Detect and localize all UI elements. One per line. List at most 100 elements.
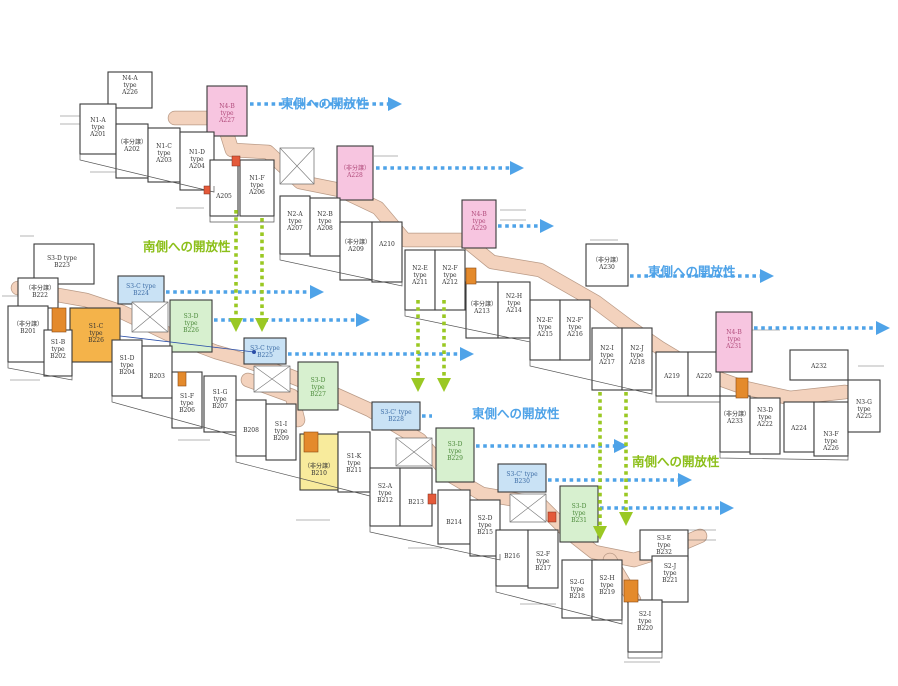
callout-east-1: 東側への開放性 (281, 96, 369, 111)
stair-icon (303, 431, 319, 453)
connector-line (119, 335, 256, 354)
callout-east-2: 東側への開放性 (472, 406, 560, 421)
unit-s3c4 (497, 463, 547, 493)
unit-n2j2 (621, 327, 653, 391)
unit-s1h (235, 399, 267, 457)
label-n1b: （非分譲）A202 (117, 138, 147, 153)
stair-icon (51, 307, 67, 333)
label-a230: （非分譲）A230 (592, 256, 622, 271)
arrow-head-icon (510, 161, 524, 175)
unit-s3d2 (169, 299, 213, 353)
unit-n1d (179, 131, 215, 191)
arrow-head-icon (437, 378, 451, 392)
arrow-head-icon (229, 318, 243, 332)
unit-s1e (141, 345, 173, 399)
label-s2b: B213 (408, 499, 424, 506)
leader-lines (2, 115, 884, 663)
unit-s2a (369, 467, 401, 527)
label-n2g: （非分譲）A213 (467, 300, 497, 315)
arrow-head-icon (255, 318, 269, 332)
unit-n4b3 (461, 199, 497, 249)
label-n2c: （非分譲）A209 (341, 238, 371, 253)
unit-s3d (33, 243, 95, 285)
stair-icon (177, 371, 187, 387)
unit-s3d4 (435, 427, 475, 483)
unit-s3d5 (559, 485, 599, 543)
unit-n2h (497, 281, 531, 339)
arrow-head-icon (310, 285, 324, 299)
unit-n3g (847, 379, 881, 433)
callouts: 東側への開放性 南側への開放性 東側への開放性 東側への開放性 南側への開放性 (143, 96, 736, 469)
unit-s2f (527, 529, 559, 589)
label-s1e: B203 (149, 373, 165, 380)
label-n2d: A210 (378, 241, 395, 248)
south-wing (7, 243, 689, 653)
unit-a230 (585, 243, 629, 287)
arrow-head-icon (720, 501, 734, 515)
unit-n2i1 (529, 299, 561, 361)
unit-n2f (434, 249, 466, 311)
arrow-head-icon (614, 439, 628, 453)
stair-icon (735, 377, 749, 399)
shaft-icon (203, 185, 211, 195)
label-s2e: B214 (446, 519, 462, 526)
unit-s3c3 (371, 401, 421, 431)
unit-n2c (339, 221, 373, 281)
unit-s1i (265, 403, 297, 461)
unit-s2h (591, 559, 623, 621)
arrow-head-icon (876, 321, 890, 335)
shaft-icon (231, 155, 241, 167)
arrow-head-icon (388, 97, 402, 111)
arrow-head-icon (678, 473, 692, 487)
label-s3e: （非分譲）B222 (25, 284, 55, 299)
label-s2c: B216 (504, 553, 520, 560)
unit-n2d (371, 221, 403, 283)
unit-a219 (655, 351, 689, 397)
unit-s2i (627, 599, 663, 653)
arrow-head-icon (460, 347, 474, 361)
unit-s2b (399, 467, 433, 527)
unit-a232 (789, 349, 849, 381)
stair-icon (623, 579, 639, 603)
unit-n4b4 (715, 311, 753, 373)
unit-n3c (719, 395, 751, 453)
label-n4b2: （非分譲）A228 (340, 164, 370, 179)
label-n1e: A205 (215, 193, 232, 200)
unit-a220 (687, 351, 721, 397)
arrow-head-icon (540, 219, 554, 233)
unit-s1g (203, 375, 237, 433)
